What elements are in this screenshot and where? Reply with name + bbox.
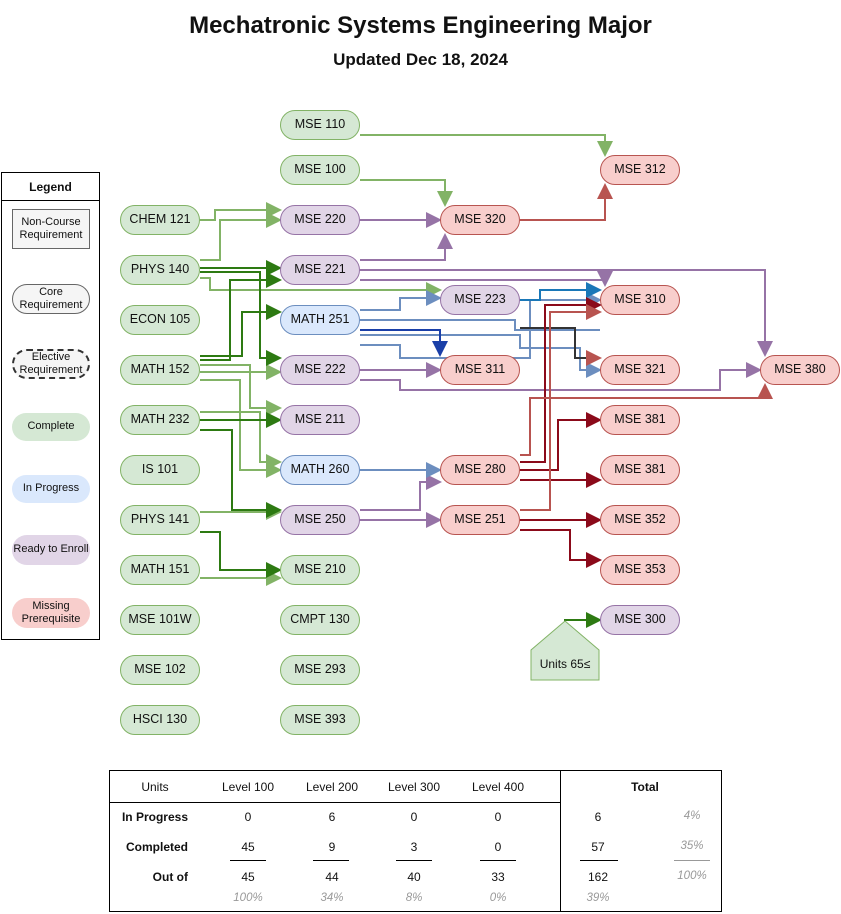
course-mse320[interactable]: MSE 320 (440, 205, 520, 235)
out-of-total: 162 (587, 870, 609, 884)
units-requirement-shape (530, 620, 600, 681)
legend-core-requirement: Core Requirement (12, 284, 90, 314)
footer-pct-total: 39% (586, 892, 610, 904)
completed-total: 57 (591, 840, 605, 854)
in-progress-l300: 0 (410, 810, 418, 824)
course-math151[interactable]: MATH 151 (120, 555, 200, 585)
course-mse353[interactable]: MSE 353 (600, 555, 680, 585)
legend: Legend Non-Course Requirement Core Requi… (1, 172, 100, 640)
in-progress-pct: 4% (683, 810, 701, 822)
course-mse211[interactable]: MSE 211 (280, 405, 360, 435)
course-mse381-a[interactable]: MSE 381 (600, 405, 680, 435)
legend-title: Legend (2, 173, 99, 201)
legend-elective-requirement: Elective Requirement (12, 349, 90, 379)
header-level-200: Level 200 (305, 780, 359, 794)
completed-l100: 45 (241, 840, 255, 854)
legend-in-progress: In Progress (12, 475, 90, 503)
in-progress-l400: 0 (494, 810, 502, 824)
course-mse352[interactable]: MSE 352 (600, 505, 680, 535)
course-hsci130[interactable]: HSCI 130 (120, 705, 200, 735)
sum-line (674, 860, 710, 861)
table-header-line (110, 802, 560, 803)
course-math152[interactable]: MATH 152 (120, 355, 200, 385)
footer-pct-l200: 34% (320, 892, 344, 904)
completed-l300: 3 (410, 840, 418, 854)
sum-line (580, 860, 618, 861)
course-cmpt130[interactable]: CMPT 130 (280, 605, 360, 635)
row-label-in-progress: In Progress (121, 810, 188, 824)
course-phys140[interactable]: PHYS 140 (120, 255, 200, 285)
course-phys141[interactable]: PHYS 141 (120, 505, 200, 535)
completed-pct: 35% (680, 840, 704, 852)
completed-l200: 9 (328, 840, 336, 854)
course-mse393[interactable]: MSE 393 (280, 705, 360, 735)
course-mse222[interactable]: MSE 222 (280, 355, 360, 385)
course-mse102[interactable]: MSE 102 (120, 655, 200, 685)
header-total: Total (631, 780, 659, 794)
course-mse310[interactable]: MSE 310 (600, 285, 680, 315)
legend-complete: Complete (12, 413, 90, 441)
sum-line (313, 860, 349, 861)
units-summary-table: Units Level 100 Level 200 Level 300 Leve… (109, 770, 722, 912)
course-mse250[interactable]: MSE 250 (280, 505, 360, 535)
out-of-l100: 45 (241, 870, 255, 884)
course-mse210[interactable]: MSE 210 (280, 555, 360, 585)
course-mse220[interactable]: MSE 220 (280, 205, 360, 235)
header-level-100: Level 100 (221, 780, 275, 794)
out-of-pct: 100% (677, 870, 707, 882)
course-mse300[interactable]: MSE 300 (600, 605, 680, 635)
out-of-l200: 44 (325, 870, 339, 884)
sum-line (230, 860, 266, 861)
course-is101[interactable]: IS 101 (120, 455, 200, 485)
course-mse311[interactable]: MSE 311 (440, 355, 520, 385)
header-units: Units (141, 780, 169, 794)
course-chem121[interactable]: CHEM 121 (120, 205, 200, 235)
course-mse110[interactable]: MSE 110 (280, 110, 360, 140)
footer-pct-l300: 8% (405, 892, 423, 904)
row-label-completed: Completed (125, 840, 188, 854)
legend-ready-to-enroll: Ready to Enroll (12, 535, 90, 565)
course-math251[interactable]: MATH 251 (280, 305, 360, 335)
table-divider (560, 771, 561, 911)
units-requirement-label: Units 65≤ (539, 657, 591, 672)
out-of-l400: 33 (491, 870, 505, 884)
course-math232[interactable]: MATH 232 (120, 405, 200, 435)
course-mse380[interactable]: MSE 380 (760, 355, 840, 385)
footer-pct-l400: 0% (489, 892, 507, 904)
course-mse101w[interactable]: MSE 101W (120, 605, 200, 635)
course-mse100[interactable]: MSE 100 (280, 155, 360, 185)
course-mse221[interactable]: MSE 221 (280, 255, 360, 285)
legend-missing-prerequisite: Missing Prerequisite (12, 598, 90, 628)
row-label-out-of: Out of (152, 870, 188, 884)
in-progress-total: 6 (594, 810, 602, 824)
course-mse223[interactable]: MSE 223 (440, 285, 520, 315)
header-level-300: Level 300 (387, 780, 441, 794)
legend-non-course-requirement: Non-Course Requirement (12, 209, 90, 249)
page-title: Mechatronic Systems Engineering Major (189, 12, 652, 39)
course-mse251[interactable]: MSE 251 (440, 505, 520, 535)
course-mse293[interactable]: MSE 293 (280, 655, 360, 685)
course-math260[interactable]: MATH 260 (280, 455, 360, 485)
sum-line (396, 860, 432, 861)
course-mse280[interactable]: MSE 280 (440, 455, 520, 485)
out-of-l300: 40 (407, 870, 421, 884)
course-mse321[interactable]: MSE 321 (600, 355, 680, 385)
footer-pct-l100: 100% (233, 892, 263, 904)
course-mse381-b[interactable]: MSE 381 (600, 455, 680, 485)
sum-line (480, 860, 516, 861)
header-level-400: Level 400 (471, 780, 525, 794)
page-subtitle: Updated Dec 18, 2024 (333, 50, 508, 69)
course-econ105[interactable]: ECON 105 (120, 305, 200, 335)
completed-l400: 0 (494, 840, 502, 854)
course-mse312[interactable]: MSE 312 (600, 155, 680, 185)
in-progress-l200: 6 (328, 810, 336, 824)
in-progress-l100: 0 (244, 810, 252, 824)
